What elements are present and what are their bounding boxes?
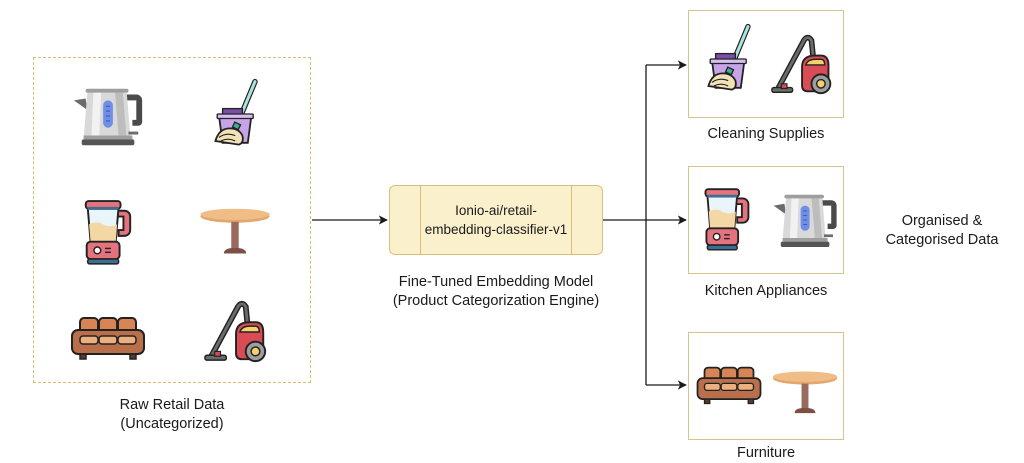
category-label-furniture: Furniture (736, 445, 796, 461)
mop-bucket-icon (703, 20, 757, 98)
model-box-right-divider (571, 186, 572, 254)
model-name-line1: Ionio-ai/retail- (455, 203, 537, 218)
organised-data-label-line2: Categorised Data (885, 232, 999, 248)
raw-data-label: Raw Retail Data (Uncategorized) (33, 396, 311, 434)
model-caption-line1: Fine-Tuned Embedding Model (398, 274, 594, 290)
vacuum-cleaner-icon (770, 30, 836, 98)
sofa-icon (694, 364, 764, 408)
raw-data-container (33, 57, 311, 383)
model-box: Ionio-ai/retail- embedding-classifier-v1 (389, 185, 603, 255)
organised-data-label: Organised & Categorised Data (872, 212, 1012, 250)
model-name-line2: embedding-classifier-v1 (424, 222, 568, 237)
model-caption: Fine-Tuned Embedding Model (Product Cate… (360, 273, 632, 311)
organised-data-label-line1: Organised & (901, 213, 983, 229)
kettle-icon (770, 186, 842, 254)
blender-icon (698, 180, 754, 258)
category-label-cleaning-supplies: Cleaning Supplies (707, 126, 825, 142)
model-name: Ionio-ai/retail- embedding-classifier-v1 (420, 186, 572, 254)
category-label-kitchen-appliances: Kitchen Appliances (704, 283, 828, 299)
raw-data-label-line2: (Uncategorized) (120, 416, 224, 432)
round-table-icon (770, 368, 840, 420)
model-caption-line2: (Product Categorization Engine) (392, 293, 600, 309)
raw-data-label-line1: Raw Retail Data (119, 397, 225, 413)
model-box-left-divider (420, 186, 421, 254)
